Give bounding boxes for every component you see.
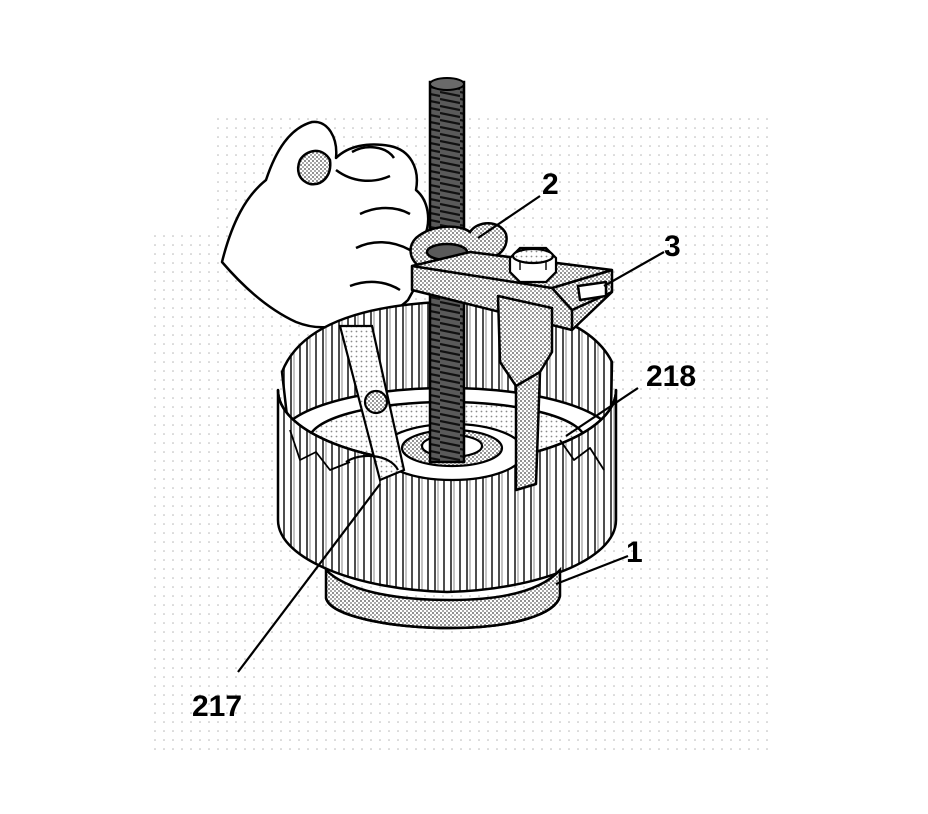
leader-218	[565, 387, 639, 437]
leader-3	[603, 251, 665, 287]
callout-1: 1	[626, 536, 643, 569]
leader-1	[555, 554, 629, 586]
leader-217	[237, 483, 381, 673]
bridge-crossbar	[410, 250, 614, 332]
callout-217: 217	[192, 690, 242, 723]
threaded-rod-tip	[429, 77, 465, 91]
callout-2: 2	[542, 168, 559, 201]
leader-lines	[237, 195, 665, 673]
compressor-leg	[496, 294, 554, 492]
bridge-bolt	[508, 246, 558, 284]
corner-white-mask	[150, 115, 210, 235]
callout-218: 218	[646, 360, 696, 393]
callout-3: 3	[664, 230, 681, 263]
base-plate	[324, 566, 562, 630]
compressor-arm-left	[338, 324, 406, 482]
leader-2	[477, 195, 541, 239]
